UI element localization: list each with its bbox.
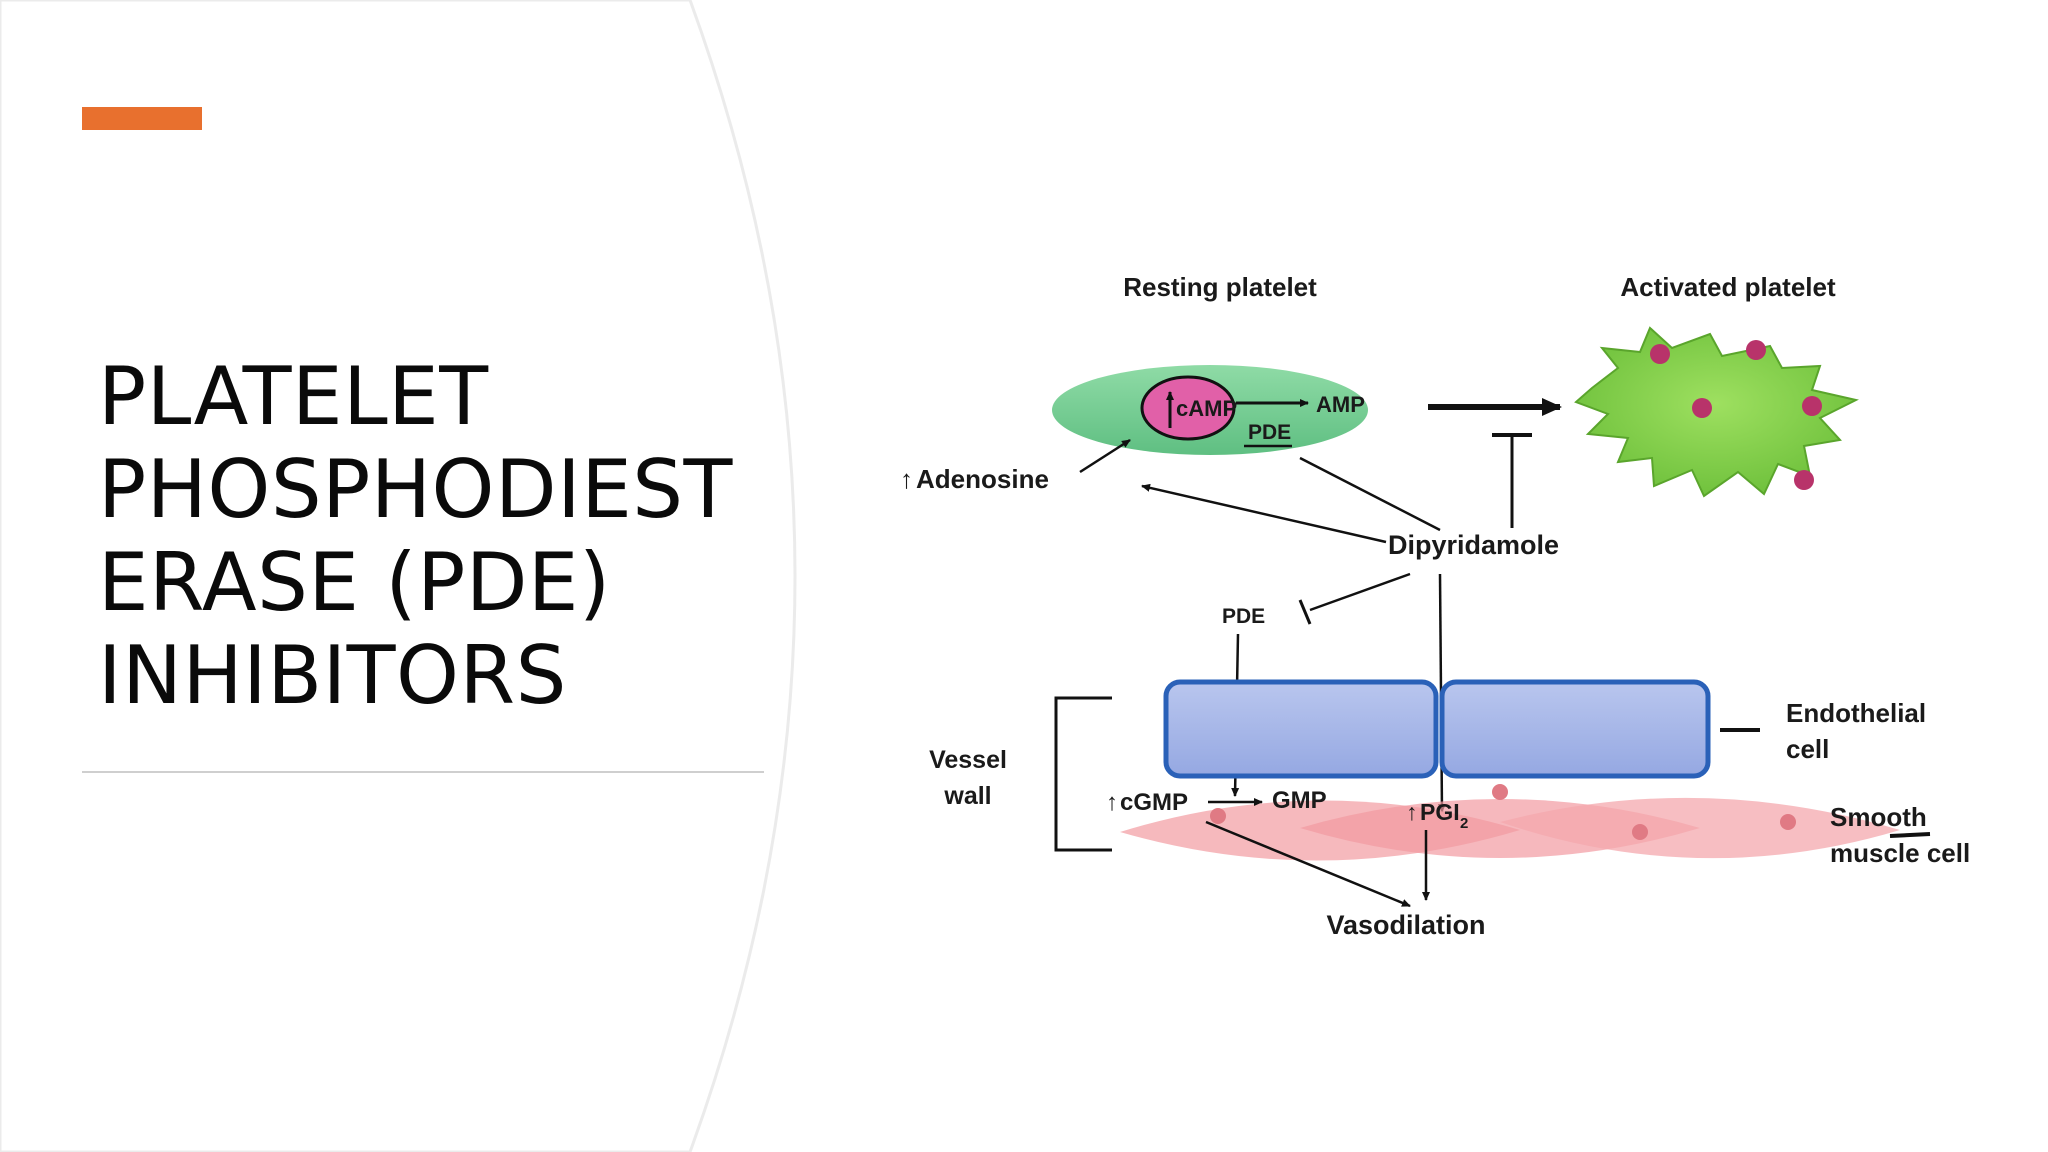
amp-label: AMP bbox=[1316, 392, 1365, 417]
adenosine-up-arrow: ↑ bbox=[900, 464, 913, 494]
vessel-wall-bracket bbox=[1054, 696, 1112, 852]
pde-mid-inhibition-bar bbox=[1298, 599, 1312, 625]
cgmp-up-arrow: ↑ bbox=[1106, 789, 1118, 816]
activated-platelet-label: Activated platelet bbox=[1620, 272, 1836, 302]
granule bbox=[1650, 344, 1670, 364]
smooth-muscle-label-line1: Smooth bbox=[1830, 802, 1927, 832]
dipyridamole-label: Dipyridamole bbox=[1388, 530, 1559, 560]
vessel-wall-label-line2: wall bbox=[943, 782, 991, 810]
pde-top-label: PDE bbox=[1248, 421, 1291, 444]
smooth-muscle-label-line2: muscle cell bbox=[1830, 838, 1970, 868]
endothelial-cell bbox=[1163, 679, 1439, 779]
granule bbox=[1692, 398, 1712, 418]
vessel-wall-label-line1: Vessel bbox=[929, 746, 1007, 774]
dipyridamole-to-adenosine-arrow bbox=[1141, 483, 1387, 544]
camp-label: cAMP bbox=[1176, 396, 1237, 421]
smooth-muscle-layer bbox=[1120, 784, 1900, 861]
pgi-subscript: 2 bbox=[1460, 815, 1468, 832]
cgmp-to-vasodilation-arrow bbox=[1205, 820, 1411, 908]
vasodilation-label: Vasodilation bbox=[1326, 910, 1485, 940]
smooth-muscle-pointer bbox=[1889, 832, 1931, 838]
endothelial-label-line2: cell bbox=[1786, 734, 1829, 764]
pgi-label: PGI bbox=[1420, 799, 1460, 825]
adenosine-to-platelet-arrow bbox=[1079, 438, 1131, 474]
pde-mid-label: PDE bbox=[1222, 605, 1265, 628]
slide-title: PLATELET PHOSPHODIEST ERASE (PDE) INHIBI… bbox=[98, 350, 733, 722]
accent-bar bbox=[82, 107, 202, 130]
granule bbox=[1794, 470, 1814, 490]
left-panel-curve bbox=[0, 0, 797, 1152]
activated-platelet bbox=[1574, 326, 1859, 498]
gmp-label: GMP bbox=[1272, 787, 1327, 814]
granule bbox=[1802, 396, 1822, 416]
adenosine-label: Adenosine bbox=[916, 464, 1049, 494]
endothelial-cell bbox=[1439, 679, 1711, 779]
dipyridamole-inhibits-pde-mid-line bbox=[1309, 572, 1411, 612]
camp-circle bbox=[1140, 375, 1236, 441]
endothelial-label-line1: Endothelial bbox=[1786, 698, 1926, 728]
resting-platelet-label: Resting platelet bbox=[1123, 272, 1317, 302]
dipyridamole-inhibits-pde-line bbox=[1299, 456, 1441, 532]
granule bbox=[1746, 340, 1766, 360]
pde-mechanism-diagram: Resting platelet Activated platelet cAMP… bbox=[900, 272, 1970, 940]
title-divider bbox=[82, 771, 764, 773]
pgi-up-arrow: ↑ bbox=[1406, 799, 1418, 825]
cgmp-label: cGMP bbox=[1120, 789, 1188, 816]
